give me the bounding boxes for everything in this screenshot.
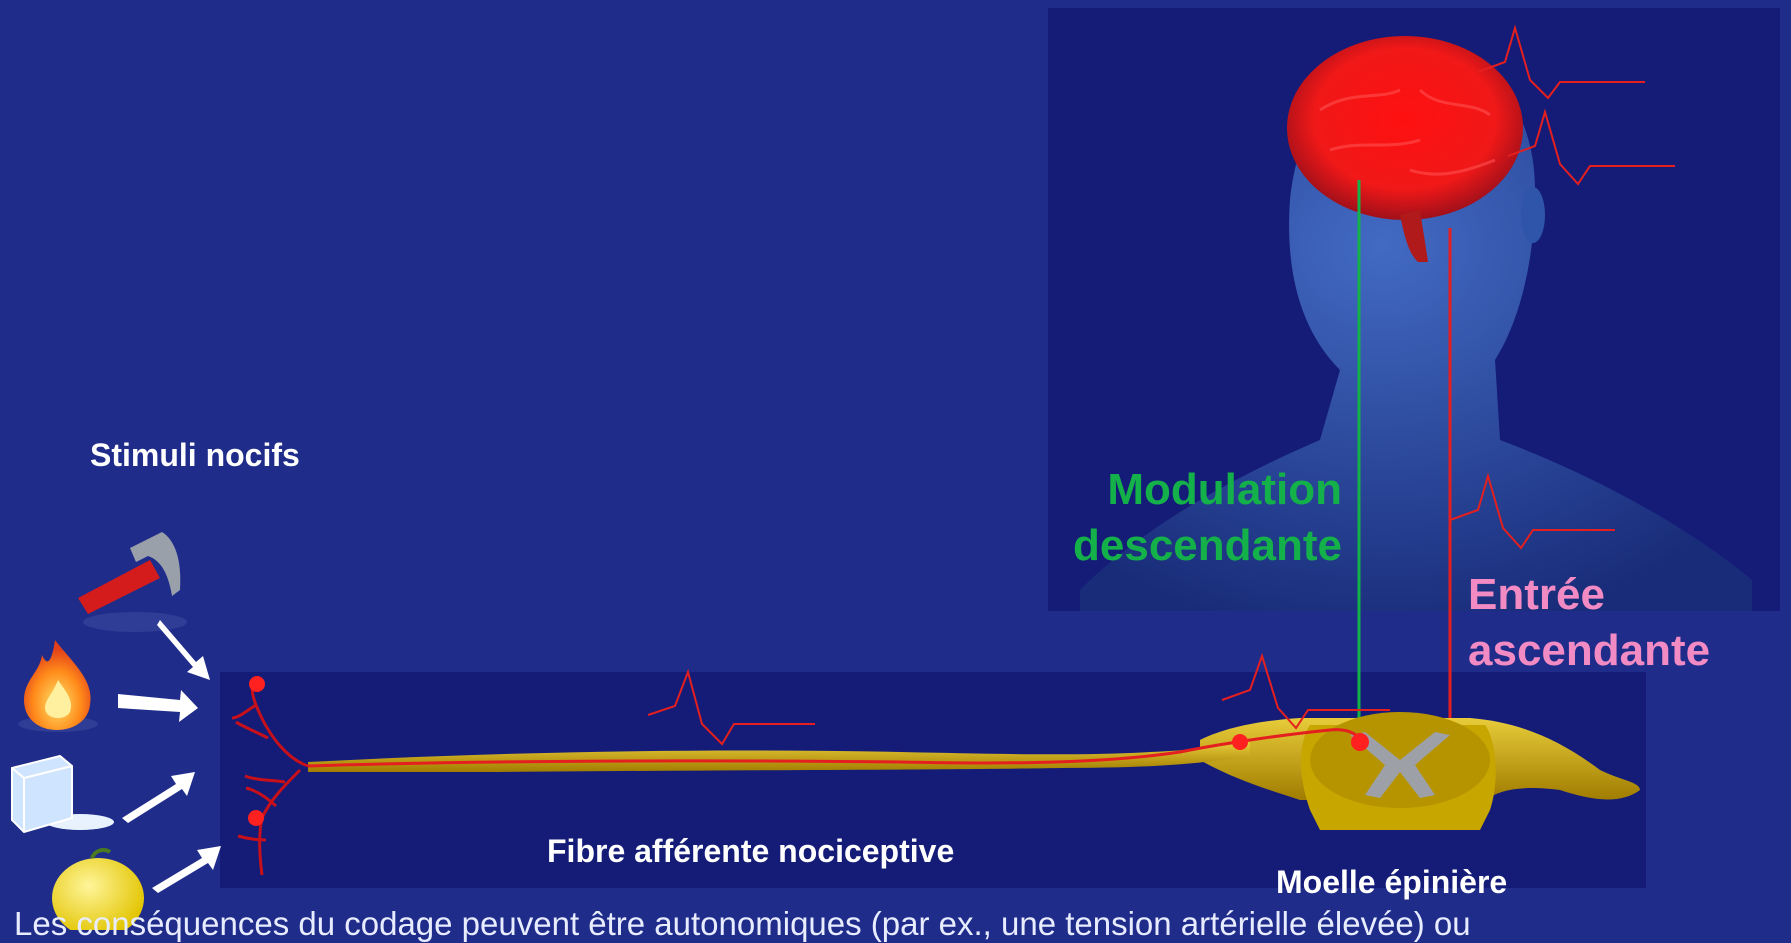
afferent-fiber [308, 742, 1250, 772]
stimulus-arrows [118, 620, 221, 893]
nociceptor-terminal-2 [248, 810, 264, 826]
spinal-cord-label: Moelle épinière [1276, 864, 1507, 901]
arrow-ice [122, 772, 195, 823]
hammer-icon [78, 532, 187, 632]
fiber-label: Fibre afférente nociceptive [547, 833, 954, 870]
drg-soma [1232, 734, 1248, 750]
bottom-caption: Les conséquences du codage peuvent être … [14, 905, 1471, 943]
spinal-cord [1200, 712, 1640, 830]
modulation-line-1: Modulation [1060, 462, 1342, 518]
ascending-line-1: Entrée [1468, 567, 1710, 623]
arrow-lemon [152, 846, 221, 893]
synapse-dot [1351, 733, 1369, 751]
ascending-entry-label: Entrée ascendante [1468, 567, 1710, 679]
modulation-label: Modulation descendante [1060, 462, 1342, 574]
modulation-line-2: descendante [1060, 518, 1342, 574]
arrow-hammer [157, 620, 210, 680]
action-potential-fiber [648, 672, 815, 744]
nociceptor-terminal-1 [249, 676, 265, 692]
nerve-endings [232, 683, 308, 875]
stimuli-label: Stimuli nocifs [90, 437, 300, 474]
ascending-line-2: ascendante [1468, 623, 1710, 679]
ice-cube-icon [12, 756, 114, 832]
arrow-fire [118, 690, 198, 722]
fire-icon [18, 640, 98, 732]
